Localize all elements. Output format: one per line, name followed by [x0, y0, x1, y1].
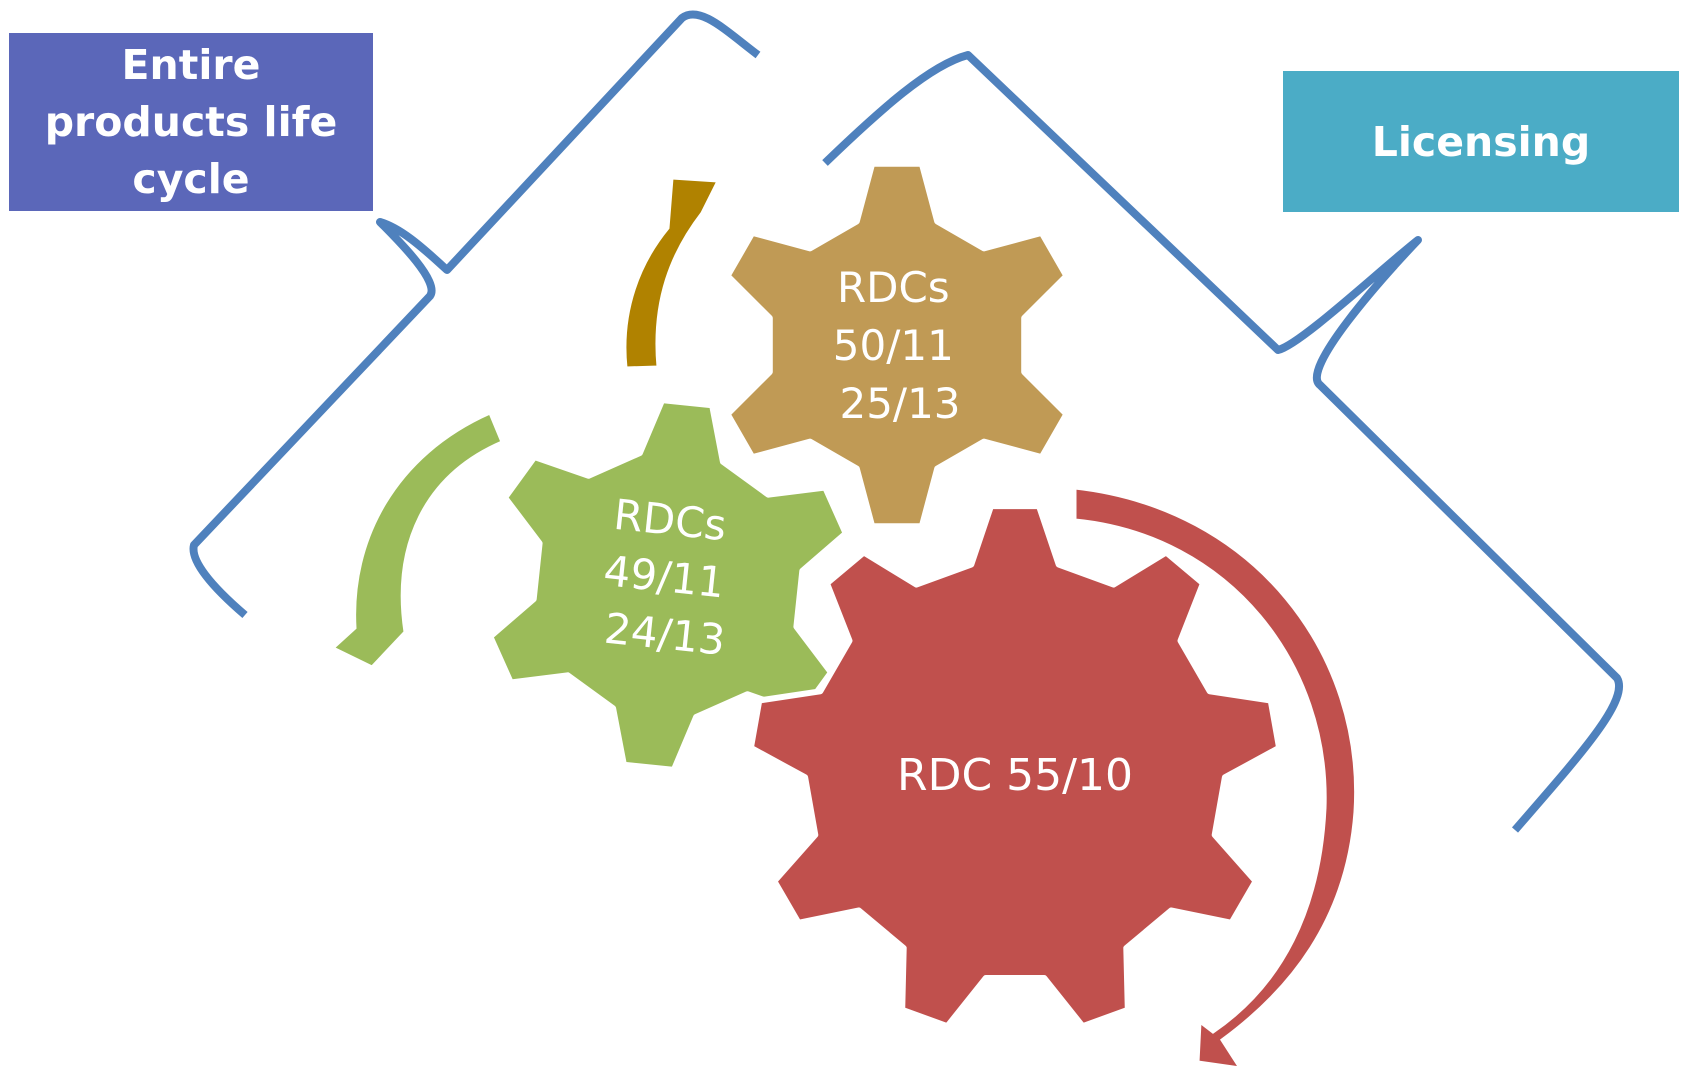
- right-brace: [822, 51, 1623, 833]
- gear-green: RDCs 49/11 24/13: [487, 397, 849, 773]
- gear-gold-shape: [724, 160, 1070, 530]
- gear-red-line-1: RDC 55/10: [897, 750, 1133, 801]
- left-brace: [189, 10, 761, 619]
- entire-products-life-cycle-label: Entire products life cycle: [44, 40, 338, 203]
- gear-red: RDC 55/10: [747, 503, 1283, 1030]
- gear-gold-line-3: 25/13: [839, 379, 960, 428]
- svg-text:RDCs 50/11 25/13: RDCs 50/11 25/13: [833, 263, 967, 428]
- gear-red-shape: [747, 503, 1283, 1030]
- gear-gold-line-1: RDCs: [837, 263, 950, 312]
- gear-green-shape: [487, 397, 849, 773]
- red-curved-arrow: [1073, 486, 1358, 1070]
- licensing-box: Licensing: [1283, 71, 1679, 212]
- entire-products-life-cycle-box: Entire products life cycle: [9, 33, 373, 211]
- gear-green-line-1: RDCs: [611, 490, 728, 551]
- gold-curved-arrow: [623, 176, 721, 370]
- licensing-label: Licensing: [1371, 117, 1591, 166]
- gear-gold: RDCs 50/11 25/13: [724, 160, 1070, 530]
- gear-gold-line-2: 50/11: [833, 321, 954, 370]
- green-curved-arrow: [330, 411, 504, 669]
- svg-text:RDCs 49/11 24/13: RDCs 49/11 24/13: [595, 489, 746, 665]
- svg-text:RDC 55/10: RDC 55/10: [897, 750, 1133, 801]
